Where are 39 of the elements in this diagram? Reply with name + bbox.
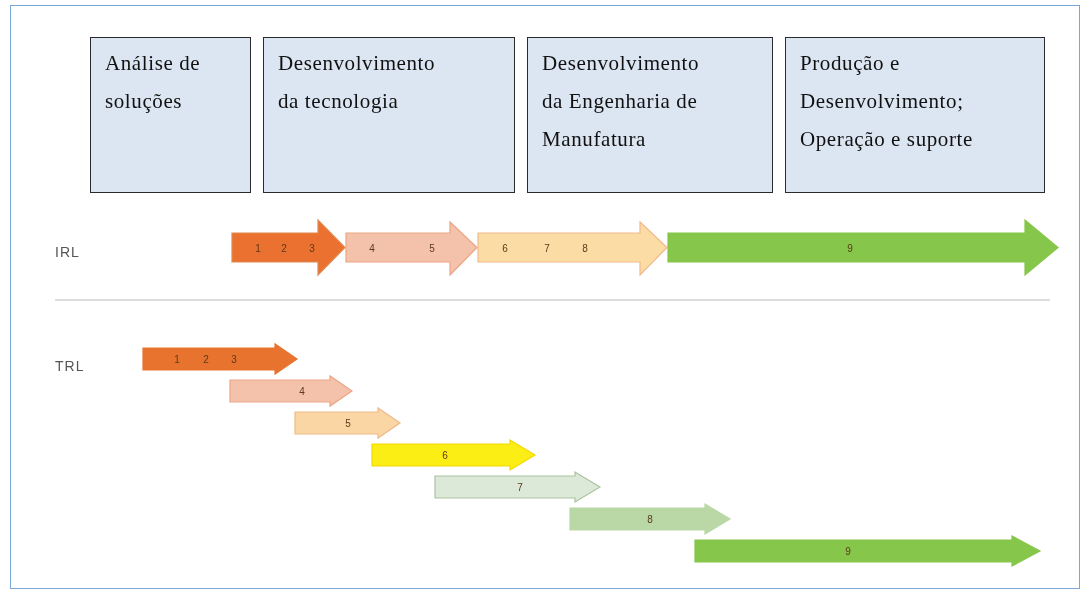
level-chevron-band	[478, 222, 667, 275]
level-number: 9	[847, 242, 853, 253]
level-chevron-band	[230, 376, 352, 406]
level-number: 2	[281, 242, 287, 253]
scale-label: IRL	[55, 244, 80, 260]
level-chevron-band	[435, 472, 600, 502]
level-number: 1	[174, 353, 180, 365]
level-number: 4	[299, 385, 305, 397]
phase-box	[527, 37, 773, 193]
level-number: 1	[255, 242, 261, 253]
level-number: 9	[845, 545, 851, 557]
phase-box	[90, 37, 251, 193]
level-number: 5	[345, 417, 351, 429]
level-number: 7	[517, 481, 523, 493]
level-chevron-band	[232, 220, 345, 275]
level-number: 2	[203, 353, 209, 365]
level-chevron-band	[570, 504, 730, 534]
level-number: 3	[231, 353, 237, 365]
phase-title: Desenvolvimento da tecnologia	[278, 50, 437, 115]
level-number: 8	[582, 242, 588, 253]
phase-box	[263, 37, 515, 193]
level-number: 8	[647, 513, 653, 525]
level-chevron-band	[346, 222, 477, 275]
phase-box	[785, 37, 1045, 193]
level-chevron-band	[372, 440, 535, 470]
scale-label: TRL	[55, 358, 85, 374]
level-number: 5	[429, 242, 435, 253]
phase-title: Análise de soluções	[105, 50, 202, 115]
level-number: 4	[369, 242, 375, 253]
phase-title: Produção e Desenvolvimento; Operação e suporte	[800, 50, 974, 153]
level-number: 3	[309, 242, 315, 253]
phase-title: Desenvolvimento da Engenharia de Manufatura	[542, 50, 701, 153]
level-number: 6	[502, 242, 508, 253]
level-chevron-band	[695, 536, 1040, 566]
level-chevron-band	[143, 344, 297, 374]
level-chevron-band	[668, 220, 1058, 275]
level-number: 6	[442, 449, 448, 461]
level-chevron-band	[295, 408, 400, 438]
level-number: 7	[544, 242, 550, 253]
